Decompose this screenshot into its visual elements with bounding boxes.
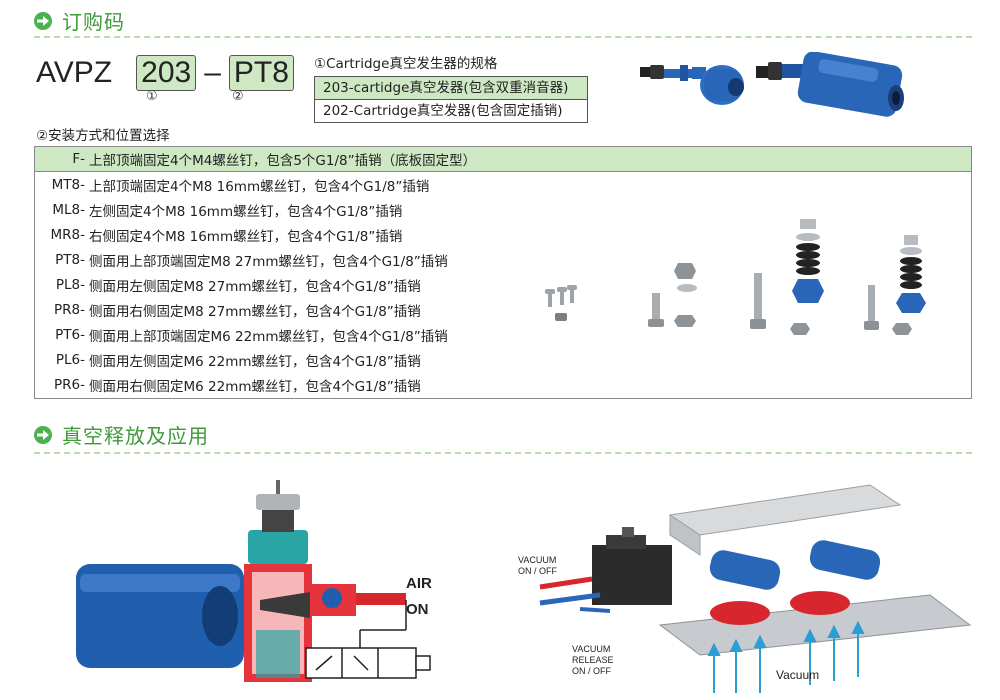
arrow-right-icon xyxy=(34,425,52,444)
mount-row: MT8- 上部顶端固定4个M8 16mm螺丝钉，包含4个G1/8”插销 xyxy=(35,172,971,197)
mount-desc: 上部顶端固定4个M8 16mm螺丝钉，包含4个G1/8”插销 xyxy=(89,178,430,195)
air-label: AIR xyxy=(406,575,432,592)
section-title: 真空释放及应用 xyxy=(62,424,209,448)
mounting-hardware-image xyxy=(545,219,926,335)
section-title: 订购码 xyxy=(62,10,125,34)
mount-code: PT6- xyxy=(55,326,85,343)
mount-code: PR8- xyxy=(54,301,85,318)
air-on-label: ON xyxy=(406,601,429,618)
spec-label: ①Cartridge真空发生器的规格 xyxy=(314,56,498,72)
code-part-1: 203 xyxy=(136,55,197,91)
vacuum-label: Vacuum xyxy=(776,668,819,682)
mount-label: ②安装方式和位置选择 xyxy=(36,128,170,144)
mount-code: PR6- xyxy=(54,376,85,393)
mount-code: MR8- xyxy=(50,226,86,243)
vacuum-release-label-2: RELEASE xyxy=(572,655,614,665)
vacuum-onoff-label-2: ON / OFF xyxy=(518,566,557,576)
model-code: AVPZ 203 – PT8 xyxy=(36,55,294,91)
mount-row: PL8- 侧面用左侧固定M8 27mm螺丝钉，包含4个G1/8”插销 xyxy=(35,272,971,297)
cartridge-203-image xyxy=(640,65,744,105)
mount-code: MT8- xyxy=(51,176,85,193)
mount-code: PL8- xyxy=(55,276,85,293)
mount-desc: 上部顶端固定4个M4螺丝钉，包含5个G1/8”插销（底板固定型） xyxy=(89,153,477,169)
mount-desc: 侧面用右侧固定M6 22mm螺丝钉，包含4个G1/8”插销 xyxy=(89,378,421,395)
cartridge-202-image xyxy=(756,52,904,117)
spec-options: 203-cartidge真空发器(包含双重消音器) 202-Cartridge真… xyxy=(314,76,588,123)
application-diagram: VACUUM ON / OFF VACUUM RELEASE ON / OFF … xyxy=(518,484,972,693)
mount-row: PT8- 侧面用上部顶端固定M8 27mm螺丝钉，包含4个G1/8”插销 xyxy=(35,247,971,272)
mount-desc: 侧面用左侧固定M6 22mm螺丝钉，包含4个G1/8”插销 xyxy=(89,353,421,370)
mount-code: PL6- xyxy=(55,351,85,368)
mount-desc: 侧面用上部顶端固定M6 22mm螺丝钉，包含4个G1/8”插销 xyxy=(89,328,448,345)
section-divider xyxy=(34,452,972,454)
marker-2: ② xyxy=(232,89,244,104)
mount-code: F- xyxy=(72,151,85,167)
spec-block: ①Cartridge真空发生器的规格 203-cartidge真空发器(包含双重… xyxy=(314,52,588,123)
model-prefix: AVPZ xyxy=(36,56,113,89)
arrow-right-icon xyxy=(34,11,52,30)
mount-options-table: F- 上部顶端固定4个M4螺丝钉，包含5个G1/8”插销（底板固定型） MT8-… xyxy=(34,146,972,399)
mount-code: ML8- xyxy=(52,201,85,218)
m6-22mm-screw-kit xyxy=(864,235,926,335)
m8-27mm-screw xyxy=(648,263,697,327)
mount-row: PR6- 侧面用右侧固定M6 22mm螺丝钉，包含4个G1/8”插销 xyxy=(35,372,971,397)
m4-screws xyxy=(545,285,577,321)
vacuum-release-label: VACUUM xyxy=(572,644,610,654)
mount-desc: 右侧固定4个M8 16mm螺丝钉，包含4个G1/8”插销 xyxy=(89,228,403,245)
vacuum-onoff-label: VACUUM xyxy=(518,555,556,565)
mount-row: ML8- 左侧固定4个M8 16mm螺丝钉，包含4个G1/8”插销 xyxy=(35,197,971,222)
mount-desc: 侧面用左侧固定M8 27mm螺丝钉，包含4个G1/8”插销 xyxy=(89,278,421,295)
section-divider xyxy=(34,36,972,38)
mount-desc: 左侧固定4个M8 16mm螺丝钉，包含4个G1/8”插销 xyxy=(89,203,403,220)
code-part-2: PT8 xyxy=(228,55,294,91)
marker-1: ① xyxy=(146,89,158,104)
vacuum-release-diagram: AIR ON xyxy=(76,480,432,682)
order-code-header: 订购码 xyxy=(34,6,125,35)
mount-row: MR8- 右侧固定4个M8 16mm螺丝钉，包含4个G1/8”插销 xyxy=(35,222,971,247)
mount-row: PT6- 侧面用上部顶端固定M6 22mm螺丝钉，包含4个G1/8”插销 xyxy=(35,322,971,347)
mount-row: PR8- 侧面用右侧固定M8 27mm螺丝钉，包含4个G1/8”插销 xyxy=(35,297,971,322)
mount-row: F- 上部顶端固定4个M4螺丝钉，包含5个G1/8”插销（底板固定型） xyxy=(35,147,971,172)
vacuum-release-header: 真空释放及应用 xyxy=(34,420,209,449)
vacuum-release-label-3: ON / OFF xyxy=(572,666,611,676)
m8-16mm-screw-kit xyxy=(750,219,824,335)
code-separator: – xyxy=(204,56,221,89)
spec-option: 203-cartidge真空发器(包含双重消音器) xyxy=(315,77,587,100)
mount-desc: 侧面用右侧固定M8 27mm螺丝钉，包含4个G1/8”插销 xyxy=(89,303,421,320)
mount-code: PT8- xyxy=(55,251,85,268)
spec-option: 202-Cartridge真空发器(包含固定插销) xyxy=(323,103,563,119)
mount-row: PL6- 侧面用左侧固定M6 22mm螺丝钉，包含4个G1/8”插销 xyxy=(35,347,971,372)
mount-desc: 侧面用上部顶端固定M8 27mm螺丝钉，包含4个G1/8”插销 xyxy=(89,253,448,270)
